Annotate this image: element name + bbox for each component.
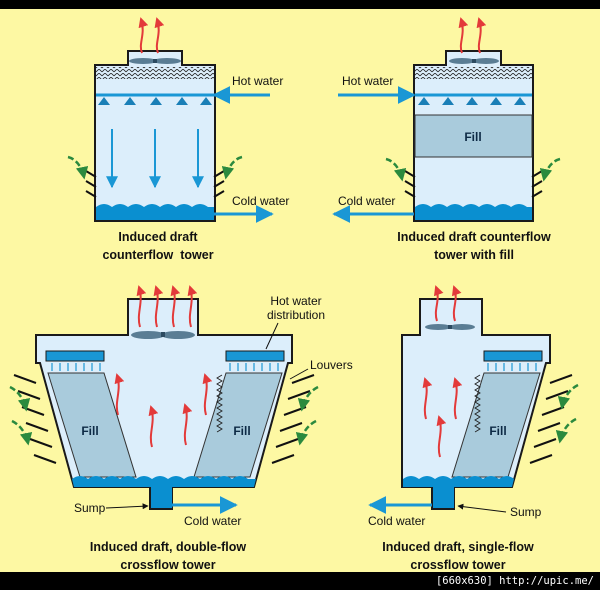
tower-counterflow: Hot water Cold water Induced draft count…	[67, 17, 289, 262]
fill-media-left	[47, 372, 137, 478]
watermark-text: [660x630] http://upic.me/	[435, 575, 594, 587]
spray-nozzles	[418, 97, 526, 105]
intake-air-arrows	[67, 155, 243, 180]
watermark-bar: [660x630] http://upic.me/	[0, 572, 600, 590]
caption-line2: crossflow tower	[410, 558, 505, 572]
sump-label: Sump	[510, 505, 542, 519]
distribution-basin-left	[45, 350, 105, 362]
caption-line2: crossflow tower	[120, 558, 215, 572]
fan-icon	[129, 58, 181, 64]
cold-water-label: Cold water	[232, 194, 289, 208]
fan-icon	[131, 331, 195, 339]
fill-label: Fill	[464, 130, 481, 144]
hot-air-arrows	[422, 285, 463, 458]
caption-line1: Induced draft counterflow	[397, 230, 551, 244]
louvers	[404, 170, 543, 198]
water-flow-arrows	[106, 129, 204, 189]
tower-double-crossflow: Fill Fill Hot water distribution Louvers…	[9, 285, 353, 572]
caption-line1: Induced draft, single-flow	[382, 540, 534, 554]
caption-line2: tower with fill	[434, 248, 514, 262]
intake-air-arrows	[9, 385, 319, 446]
tower-single-crossflow: Fill Sump Cold water Induced draft, sing…	[368, 285, 579, 572]
spray-nozzles	[98, 97, 212, 105]
caption-line2: counterflow tower	[102, 248, 213, 262]
intake-air-arrows	[555, 383, 579, 444]
hot-air-arrows	[458, 17, 487, 54]
water-basin	[403, 476, 514, 508]
fill-label: Fill	[489, 424, 506, 438]
caption-line1: Induced draft	[118, 230, 198, 244]
hot-air-arrows	[138, 17, 165, 54]
hot-water-label: Hot water	[342, 74, 393, 88]
fill-label-left: Fill	[81, 424, 98, 438]
hot-water-distribution-label-line2: distribution	[267, 308, 325, 322]
hot-water-distribution-label: Hot water	[270, 294, 321, 308]
tower-counterflow-fill: Fill Hot water Cold water Induced draft …	[332, 17, 561, 262]
cold-water-label: Cold water	[368, 514, 425, 528]
caption-line1: Induced draft, double-flow	[90, 540, 247, 554]
hot-air-arrows	[114, 285, 213, 448]
fan-icon	[425, 324, 475, 330]
hot-water-label: Hot water	[232, 74, 283, 88]
cold-water-label: Cold water	[338, 194, 395, 208]
cold-water-label: Cold water	[184, 514, 241, 528]
intake-air-arrows	[385, 157, 561, 182]
fill-label-right: Fill	[233, 424, 250, 438]
fill-media-right	[193, 372, 283, 478]
distribution-basin	[483, 350, 543, 362]
louvers-label: Louvers	[310, 358, 353, 372]
fan-icon	[449, 58, 499, 64]
distribution-basin-right	[225, 350, 285, 362]
fill-media	[414, 114, 533, 158]
water-basin	[415, 204, 532, 220]
water-basin	[96, 204, 214, 220]
water-basin	[72, 476, 256, 508]
sump-label: Sump	[74, 501, 106, 515]
